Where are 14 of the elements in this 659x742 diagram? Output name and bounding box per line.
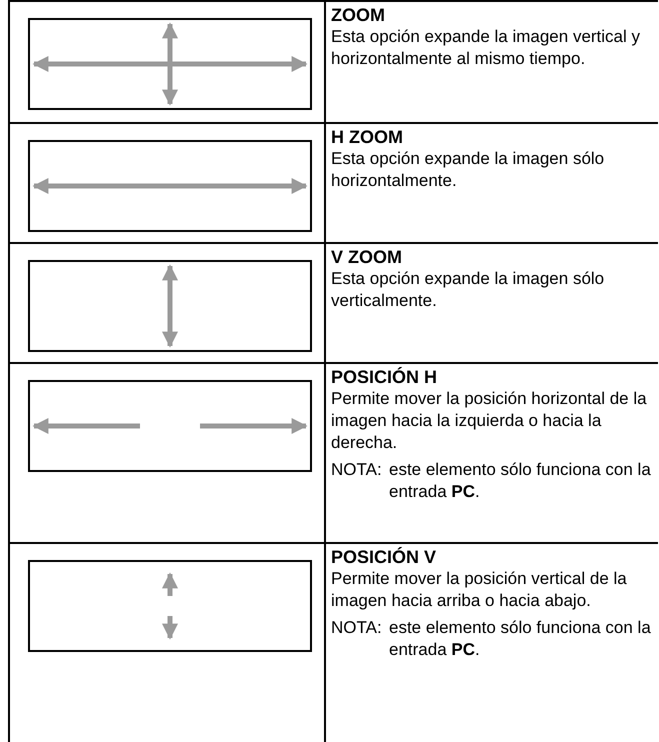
note-text: este elemento sólo funciona con la entrada PC.	[389, 617, 652, 661]
option-heading: POSICIÓN V	[331, 546, 438, 568]
option-description: Esta opción expande la imagen sólo verticalmente.	[331, 268, 606, 312]
note-text: este elemento sólo funciona con la entrada PC.	[389, 459, 652, 503]
option-description: Permite mover la posición vertical de la imagen hacia arriba o hacia abajo.	[331, 568, 628, 612]
option-heading: POSICIÓN H	[331, 366, 438, 388]
option-description: Permite mover la posición horizontal de la imagen hacia la izquierda o hacia la derecha.	[331, 388, 648, 454]
note-label: NOTA:	[331, 617, 383, 639]
option-heading: H ZOOM	[331, 126, 404, 148]
note-label: NOTA:	[331, 459, 383, 481]
option-description: Esta opción expande la imagen vertical y horizontalmente al mismo tiempo.	[331, 26, 642, 70]
option-heading: V ZOOM	[331, 246, 403, 268]
option-heading: ZOOM	[331, 4, 386, 26]
option-description: Esta opción expande la imagen sólo horizontalmente.	[331, 148, 606, 192]
